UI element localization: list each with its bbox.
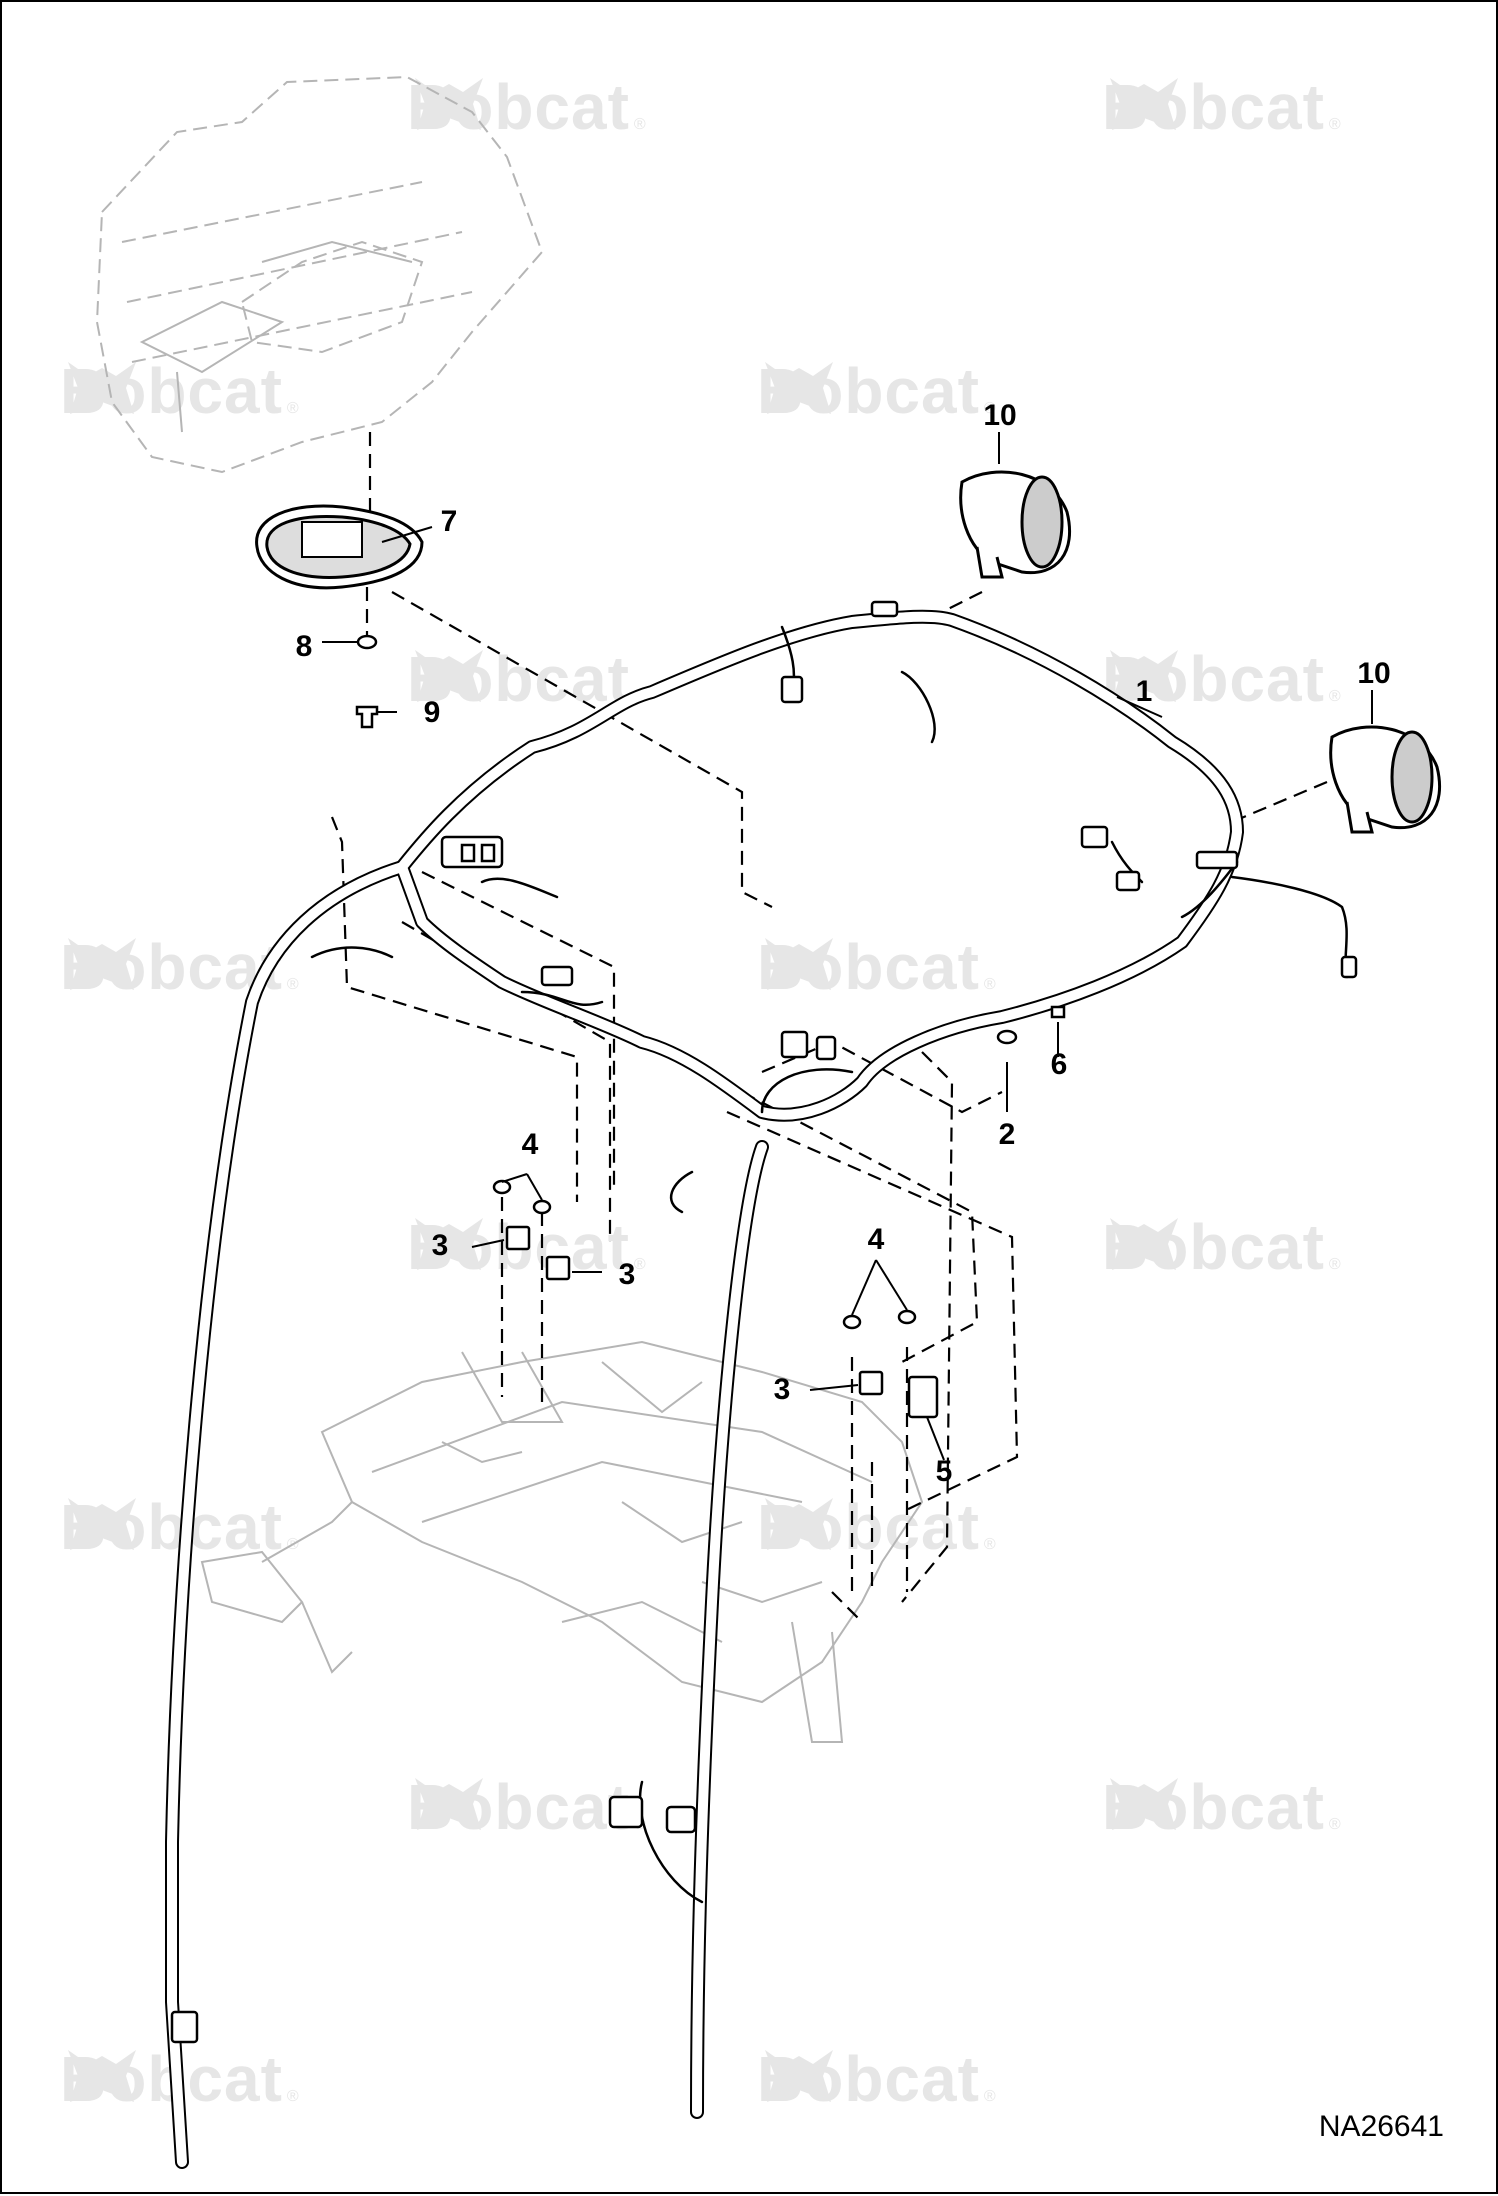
bobcat-logo-icon <box>1110 1218 1178 1270</box>
bobcat-logo-icon <box>1110 1778 1178 1830</box>
watermark: Bobcat® <box>757 1491 997 1563</box>
callout-10-right: 10 <box>1357 657 1391 690</box>
callout-1: 1 <box>1135 675 1153 708</box>
work-light-right <box>1329 725 1442 834</box>
watermark: Bobcat® <box>1102 1211 1342 1283</box>
bobcat-logo-icon <box>765 1498 833 1550</box>
bobcat-logo-icon <box>415 650 483 702</box>
bobcat-logo-icon <box>415 1778 483 1830</box>
bobcat-logo-icon <box>415 1218 483 1270</box>
callout-10-left: 10 <box>983 399 1017 432</box>
bobcat-logo-icon <box>765 2050 833 2102</box>
watermark: Bobcat® <box>757 2043 997 2115</box>
bobcat-logo-icon <box>68 1498 136 1550</box>
work-light-left <box>959 470 1072 579</box>
callout-9: 9 <box>423 696 441 729</box>
watermark: Bobcat® <box>1102 643 1342 715</box>
bobcat-logo-icon <box>68 362 136 414</box>
watermark: Bobcat® <box>407 1771 646 1843</box>
callout-4-right: 4 <box>867 1223 885 1256</box>
callout-3-right: 3 <box>773 1373 791 1406</box>
watermark: Bobcat® <box>1102 1771 1342 1843</box>
bobcat-logo-icon <box>68 938 136 990</box>
machine-frame-reference <box>200 1340 924 1743</box>
callout-5: 5 <box>935 1455 953 1488</box>
watermark: Bobcat® <box>757 931 997 1003</box>
watermark: Bobcat® <box>60 355 300 427</box>
callout-4-left: 4 <box>521 1128 539 1161</box>
callout-3-left: 3 <box>431 1229 449 1262</box>
callout-6: 6 <box>1050 1048 1068 1081</box>
assembly-leaders <box>330 432 1328 1623</box>
figure-id: NA26641 <box>1318 2110 1444 2143</box>
watermark: Bobcat® <box>60 931 300 1003</box>
callout-2: 2 <box>998 1118 1016 1151</box>
bobcat-logo-icon <box>765 938 833 990</box>
watermark: Bobcat® <box>407 643 647 715</box>
cab-roof-reference <box>95 75 544 474</box>
bobcat-logo-icon <box>1110 78 1178 130</box>
callout-8: 8 <box>295 630 313 663</box>
watermark: Bobcat® <box>60 1491 300 1563</box>
bobcat-logo-icon <box>1110 650 1178 702</box>
watermark: Bobcat® <box>1102 71 1342 143</box>
watermark: Bobcat® <box>757 355 997 427</box>
dome-light <box>255 504 424 590</box>
bobcat-logo-icon <box>765 362 833 414</box>
watermark: Bobcat® <box>407 71 647 143</box>
callout-3-mid: 3 <box>618 1258 636 1291</box>
bobcat-logo-icon <box>68 2050 136 2102</box>
callout-7: 7 <box>440 505 458 538</box>
wiring-harness <box>165 609 1244 2169</box>
